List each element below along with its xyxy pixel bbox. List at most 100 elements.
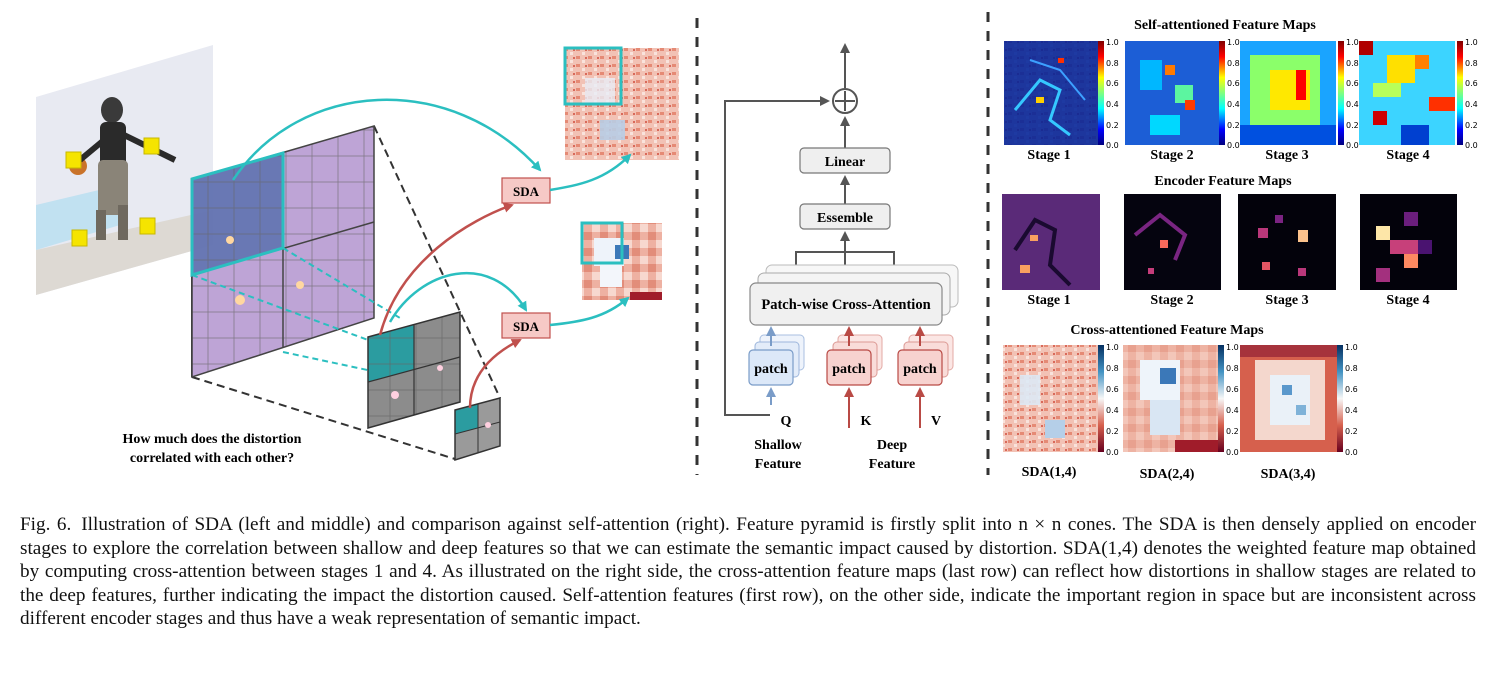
self-attention-map-stage1 <box>1004 41 1100 145</box>
left-panel: SDA SDA How much does the dist <box>36 45 679 466</box>
patch-k-label: patch <box>832 362 866 377</box>
teal-arrow <box>231 98 542 181</box>
essemble-block <box>799 203 891 230</box>
cross-map-sda-1-4 <box>1003 345 1100 452</box>
self-stage-labels: Stage 1 Stage 2 Stage 3 Stage 4 <box>1027 148 1429 163</box>
stage-label: Stage 2 <box>1150 148 1193 163</box>
cross-attention-colorbar <box>1098 345 1343 452</box>
figure-caption: Fig. 6.Illustration of SDA (left and mid… <box>20 513 1476 631</box>
linear-label: Linear <box>825 155 865 170</box>
cross-attention-title: Cross-attentioned Feature Maps <box>1070 323 1264 338</box>
svg-text:0.0: 0.0 <box>1227 141 1240 150</box>
encoder-map-stage2 <box>1124 194 1221 290</box>
right-panel: Self-attentioned Feature Maps <box>1002 18 1478 482</box>
red-arrow <box>378 202 514 336</box>
figure-number: Fig. 6. <box>20 514 72 535</box>
svg-text:0.2: 0.2 <box>1465 121 1478 130</box>
encoder-map-stage3 <box>1238 194 1336 290</box>
feature-map-stage1 <box>190 125 375 379</box>
teal-arrow <box>388 272 528 323</box>
svg-text:1.0: 1.0 <box>1106 343 1119 352</box>
self-attention-map-stage4 <box>1359 41 1455 145</box>
sda-map-label: SDA(1,4) <box>1022 465 1077 480</box>
sda-output-map-1 <box>563 46 679 160</box>
svg-text:0.2: 0.2 <box>1345 427 1358 436</box>
sda-block-2: SDA <box>501 312 551 339</box>
stage-label: Stage 4 <box>1386 148 1429 163</box>
svg-text:0.0: 0.0 <box>1226 448 1239 457</box>
svg-text:0.4: 0.4 <box>1345 406 1358 415</box>
svg-text:0.0: 0.0 <box>1106 141 1119 150</box>
svg-text:0.8: 0.8 <box>1465 59 1478 68</box>
sda-map-label: SDA(2,4) <box>1140 467 1195 482</box>
patch-q-block <box>748 349 794 386</box>
distortion-patch <box>143 137 160 155</box>
sda-block-1: SDA <box>501 177 551 204</box>
sda-map-label: SDA(3,4) <box>1261 467 1316 482</box>
svg-text:0.2: 0.2 <box>1346 121 1359 130</box>
svg-text:0.2: 0.2 <box>1106 427 1119 436</box>
svg-text:0.8: 0.8 <box>1345 364 1358 373</box>
red-arrow <box>468 338 522 409</box>
deep-feature-label-line1: Deep <box>877 438 908 453</box>
svg-text:0.4: 0.4 <box>1226 406 1239 415</box>
svg-text:0.0: 0.0 <box>1345 448 1358 457</box>
encoder-title: Encoder Feature Maps <box>1154 174 1292 189</box>
sda-label: SDA <box>513 184 540 199</box>
cross-attention-block <box>749 282 943 326</box>
distortion-patch <box>139 217 156 235</box>
teal-arrow <box>549 296 630 327</box>
cross-map-sda-3-4 <box>1240 345 1337 452</box>
patch-q-label: patch <box>754 362 788 377</box>
svg-text:0.4: 0.4 <box>1227 100 1240 109</box>
svg-text:0.0: 0.0 <box>1106 448 1119 457</box>
svg-text:1.0: 1.0 <box>1226 343 1239 352</box>
q-label: Q <box>781 414 792 429</box>
patch-k-block <box>826 349 872 386</box>
svg-text:1.0: 1.0 <box>1106 38 1119 47</box>
sda-label: SDA <box>513 319 540 334</box>
svg-text:1.0: 1.0 <box>1345 343 1358 352</box>
self-attention-title: Self-attentioned Feature Maps <box>1134 18 1316 33</box>
cross-map-sda-2-4 <box>1123 345 1220 452</box>
svg-text:0.4: 0.4 <box>1106 406 1119 415</box>
patch-v-label: patch <box>903 362 937 377</box>
encoder-map-stage1 <box>1002 194 1100 290</box>
svg-text:0.2: 0.2 <box>1106 121 1119 130</box>
svg-text:0.8: 0.8 <box>1106 59 1119 68</box>
caption-text: Illustration of SDA (left and middle) an… <box>20 514 1476 629</box>
svg-text:0.2: 0.2 <box>1226 427 1239 436</box>
svg-text:0.4: 0.4 <box>1106 100 1119 109</box>
stage-label: Stage 4 <box>1386 293 1429 308</box>
svg-text:0.8: 0.8 <box>1226 364 1239 373</box>
svg-text:0.6: 0.6 <box>1106 79 1119 88</box>
encoder-map-stage4 <box>1360 194 1457 290</box>
svg-text:0.6: 0.6 <box>1465 79 1478 88</box>
cross-attention-label: Patch-wise Cross-Attention <box>761 297 930 313</box>
stage-label: Stage 3 <box>1265 293 1308 308</box>
svg-text:0.6: 0.6 <box>1226 385 1239 394</box>
deep-feature-label-line2: Feature <box>869 457 915 472</box>
sda-output-map-2 <box>580 221 662 300</box>
sda-labels-row: SDA(1,4) SDA(2,4) SDA(3,4) <box>1022 465 1316 482</box>
distortion-patch <box>65 151 82 169</box>
cross-colorbar-ticks: 1.0 0.8 0.6 0.4 0.2 0.0 1.0 0.8 0.6 0.4 … <box>1106 343 1358 457</box>
distortion-patch <box>71 229 88 247</box>
teal-arrow <box>549 153 632 192</box>
svg-text:0.6: 0.6 <box>1106 385 1119 394</box>
k-label: K <box>861 414 872 429</box>
patch-v-block <box>897 349 943 386</box>
svg-text:0.6: 0.6 <box>1346 79 1359 88</box>
self-colorbar-ticks: 1.0 0.8 0.6 0.4 0.2 0.0 1.0 0.8 0.6 0.4 … <box>1106 38 1478 150</box>
svg-text:0.6: 0.6 <box>1227 79 1240 88</box>
figure-canvas: SDA SDA How much does the dist <box>36 12 1478 482</box>
svg-text:0.8: 0.8 <box>1227 59 1240 68</box>
svg-text:0.8: 0.8 <box>1106 364 1119 373</box>
stage-label: Stage 1 <box>1027 293 1070 308</box>
stage-label: Stage 1 <box>1027 148 1070 163</box>
svg-text:0.8: 0.8 <box>1346 59 1359 68</box>
feature-map-stage2 <box>367 311 461 429</box>
v-label: V <box>931 414 941 429</box>
svg-text:0.6: 0.6 <box>1345 385 1358 394</box>
svg-text:1.0: 1.0 <box>1346 38 1359 47</box>
